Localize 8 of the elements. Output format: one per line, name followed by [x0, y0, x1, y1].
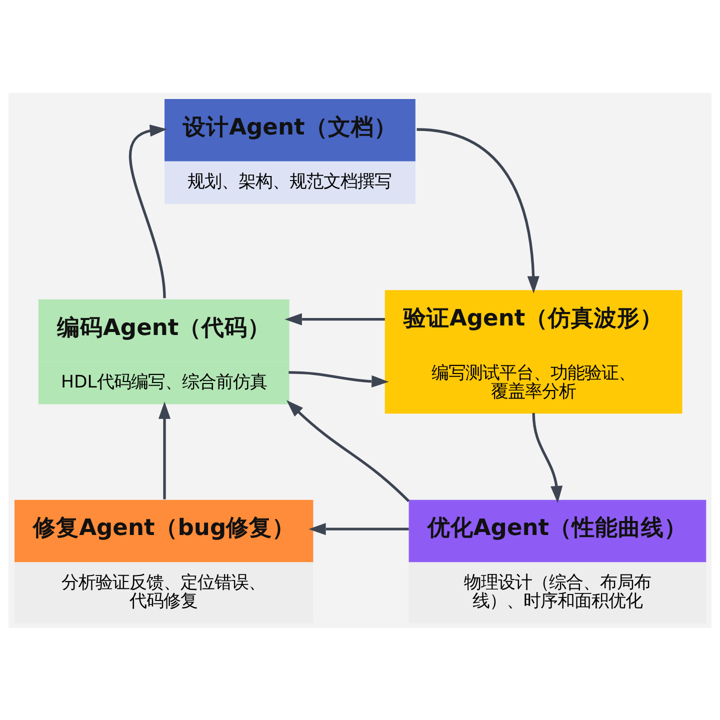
- arrow: [288, 370, 389, 387]
- arrow: [532, 412, 563, 503]
- arrow: [286, 400, 410, 502]
- arrow: [284, 312, 385, 325]
- arrow: [416, 128, 540, 293]
- arrow: [308, 522, 409, 535]
- arrow: [158, 401, 171, 499]
- arrow: [129, 124, 168, 298]
